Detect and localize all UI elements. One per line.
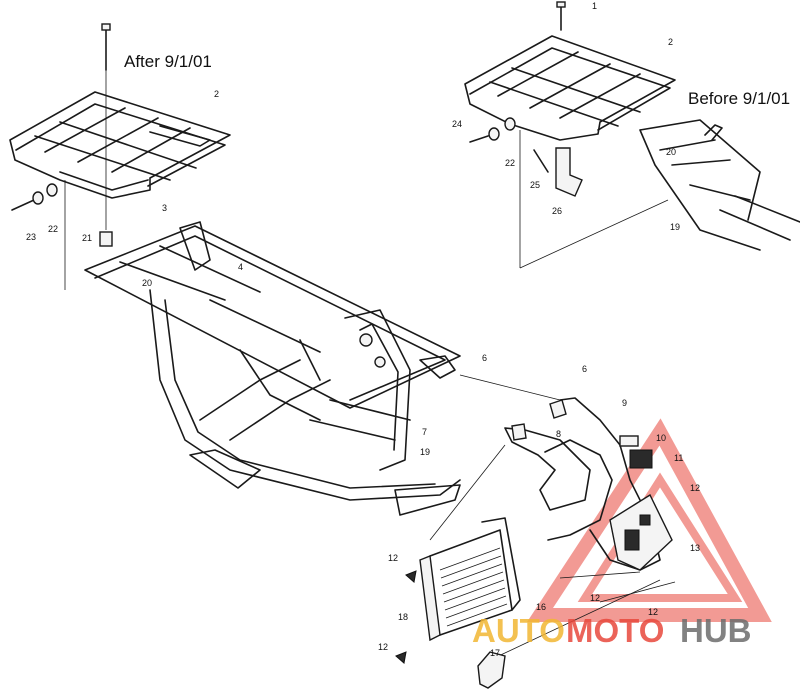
callout-20-after: 20	[142, 278, 152, 288]
callout-19-before: 19	[670, 222, 680, 232]
main-frame-4	[84, 221, 461, 516]
callout-19: 19	[420, 447, 430, 457]
bracket-26	[555, 147, 583, 197]
watermark-auto: AUTO	[472, 612, 565, 649]
callout-20-before: 20	[666, 147, 676, 157]
bolt-1-after	[101, 23, 111, 71]
bolt-25	[533, 149, 549, 173]
callout-24: 24	[452, 119, 462, 129]
callout-17: 17	[490, 648, 500, 658]
callout-1: 1	[592, 1, 597, 11]
callout-4: 4	[238, 262, 243, 272]
leader-12-low-2	[599, 581, 676, 603]
heading-after: After 9/1/01	[124, 52, 212, 71]
leader-6	[459, 374, 561, 401]
part-10	[619, 435, 639, 447]
leader-17	[489, 579, 661, 661]
heading-before: Before 9/1/01	[688, 89, 790, 108]
callout-6-a: 6	[482, 353, 487, 363]
callout-12-c: 12	[590, 593, 600, 603]
callout-8: 8	[556, 429, 561, 439]
relay-11	[629, 449, 653, 469]
callout-3: 3	[162, 203, 167, 213]
callout-labels: 1 2 2 24 22 25 26 20 19 3 21 23 22 4 20 …	[26, 1, 700, 658]
callout-12-e: 12	[378, 642, 388, 652]
callout-21: 21	[82, 233, 92, 243]
watermark-triangle-outer	[527, 418, 772, 622]
callout-2-after: 2	[214, 89, 219, 99]
mounting-bracket	[504, 397, 661, 571]
callout-26: 26	[552, 206, 562, 216]
bolt-washer-24-22	[469, 117, 516, 143]
watermark-moto: MOTO	[566, 612, 664, 649]
oil-cooler-assembly	[419, 517, 521, 642]
spacer-21	[99, 231, 113, 247]
leader-before-diag	[519, 199, 669, 269]
callout-16: 16	[536, 602, 546, 612]
cooler-fins	[439, 547, 508, 627]
screw-12-b	[395, 651, 407, 664]
watermark-hub: HUB	[680, 612, 752, 649]
callout-23: 23	[26, 232, 36, 242]
leader-frame-to-cooler	[429, 444, 506, 541]
callout-9: 9	[622, 398, 627, 408]
callout-12-b: 12	[388, 553, 398, 563]
callout-2-before: 2	[668, 37, 673, 47]
callout-25: 25	[530, 180, 540, 190]
bolt-washer-23-22	[11, 183, 58, 211]
callout-10: 10	[656, 433, 666, 443]
bolt-1-before	[556, 1, 566, 31]
frame-partial-before	[639, 119, 800, 251]
screw-12-a	[405, 570, 417, 583]
callout-18: 18	[398, 612, 408, 622]
callout-22-after: 22	[48, 224, 58, 234]
leader-12-low-1	[559, 571, 641, 579]
electrical-box-13	[609, 493, 673, 571]
callout-7: 7	[422, 427, 427, 437]
rear-rack-before	[464, 35, 676, 141]
clip-17	[477, 651, 506, 689]
callout-6-b: 6	[582, 364, 587, 374]
callout-12-d: 12	[648, 607, 658, 617]
callout-22-before: 22	[505, 158, 515, 168]
callout-11: 11	[674, 453, 683, 463]
watermark-text: AUTO MOTO HUB	[472, 612, 752, 649]
callout-12-a: 12	[690, 483, 700, 493]
rear-rack-after	[9, 91, 231, 199]
callout-13: 13	[690, 543, 700, 553]
